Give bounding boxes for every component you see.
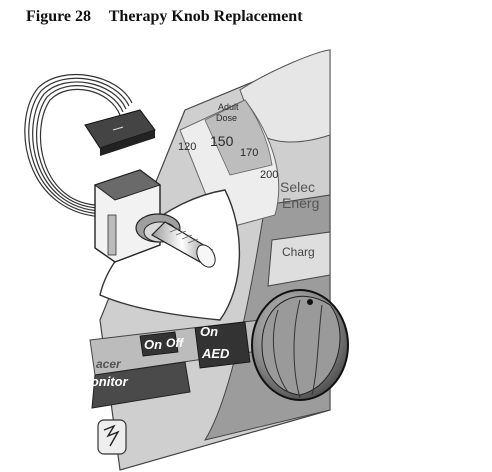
off-label: Off: [166, 336, 184, 350]
monitor-label: Monitor: [80, 374, 129, 389]
ribbon-connector: [84, 109, 156, 156]
heart-symbol-icon: [97, 419, 127, 455]
charge-label: Charg: [282, 245, 315, 259]
pacer-label: acer: [96, 357, 122, 371]
figure-title: Therapy Knob Replacement: [108, 8, 303, 25]
ribbon-cable: [24, 74, 133, 218]
knob-shaft: [135, 213, 216, 268]
select-label: Selec: [280, 179, 315, 195]
therapy-knob: [251, 289, 349, 401]
energy-200: 200: [260, 169, 278, 181]
energy-120: 120: [178, 141, 196, 153]
knob-indicator-dot: [307, 299, 313, 305]
energy-170: 170: [240, 147, 258, 159]
dose-label: Dose: [216, 113, 237, 123]
energy-150: 150: [210, 133, 234, 149]
figure-caption: Figure 28 Therapy Knob Replacement: [26, 8, 303, 26]
on-label-left: On: [144, 337, 162, 352]
aed-label: AED: [201, 346, 230, 361]
energy-label: Energ: [282, 195, 319, 211]
adult-label: Adult: [218, 102, 239, 112]
energy-scale: [179, 99, 280, 231]
figure-number: Figure 28: [26, 8, 92, 25]
on-label-right: On: [200, 324, 218, 339]
